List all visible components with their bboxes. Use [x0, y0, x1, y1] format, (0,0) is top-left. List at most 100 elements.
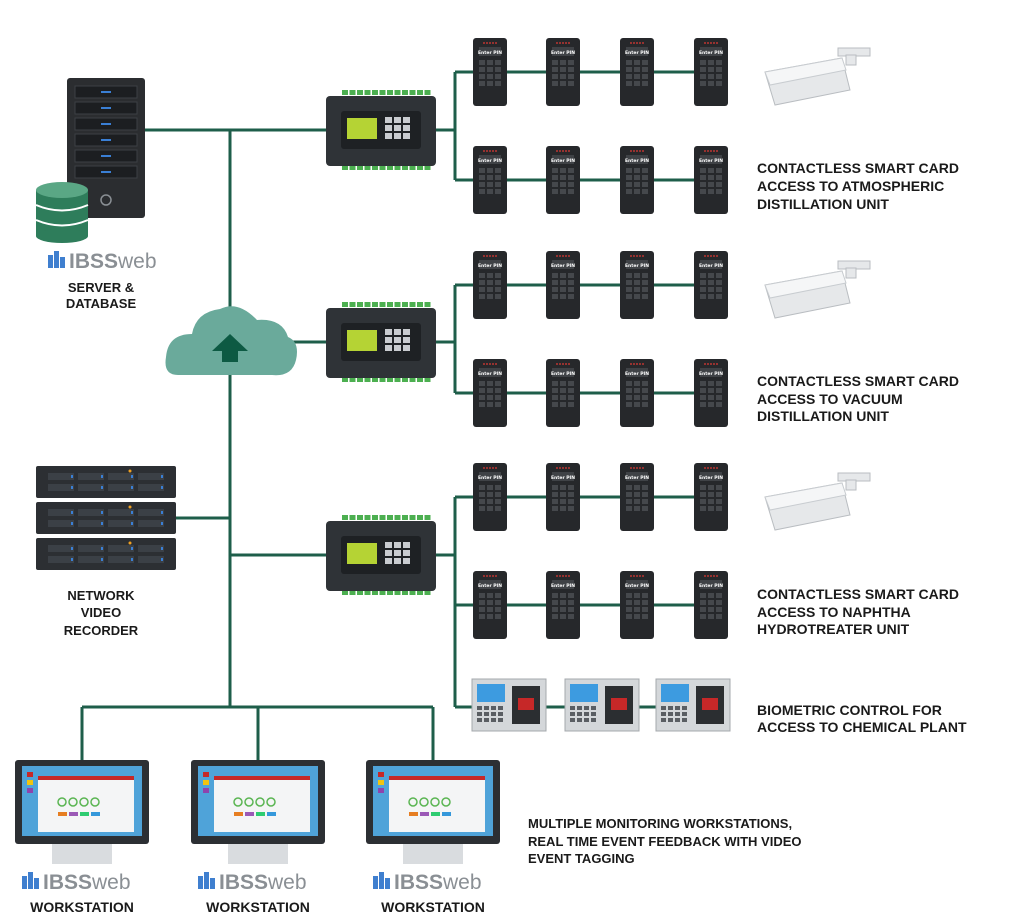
dashboard-chip: [69, 812, 78, 816]
building-bar: [385, 878, 390, 889]
dashboard-gauge: [255, 797, 265, 807]
keypad-reader: Enter PIN: [473, 38, 507, 106]
reader-led: [486, 575, 488, 577]
biometric-key: [498, 718, 503, 722]
biometric-key: [570, 718, 575, 722]
reader-key: [560, 614, 566, 619]
reader-led: [492, 255, 494, 257]
reader-led: [716, 363, 718, 365]
reader-screen: [479, 368, 501, 377]
dashboard-gauge: [419, 797, 429, 807]
terminal-pin: [364, 90, 371, 95]
reader-key: [716, 182, 722, 187]
reader-key: [479, 189, 485, 194]
reader-key: [626, 614, 632, 619]
reader-key: [552, 74, 558, 79]
workstation-label: WORKSTATION: [30, 899, 134, 913]
reader-key: [642, 485, 648, 490]
reader-led: [636, 255, 638, 257]
biometric-key: [477, 712, 482, 716]
reader-key: [487, 395, 493, 400]
nvr-drive-led: [101, 547, 103, 550]
reader-key: [487, 280, 493, 285]
reader-key: [634, 506, 640, 511]
reader-key: [642, 273, 648, 278]
dashboard-gauge: [233, 797, 243, 807]
reader-led: [495, 575, 497, 577]
reader-key: [626, 381, 632, 386]
reader-led: [642, 467, 644, 469]
dashboard-gauge: [441, 797, 451, 807]
reader-screen-text: Enter PIN: [625, 263, 649, 269]
biometric-key: [477, 706, 482, 710]
reader-key: [568, 182, 574, 187]
terminal-pin: [402, 515, 408, 520]
desktop-icon: [203, 772, 209, 777]
reader-key: [552, 182, 558, 187]
reader-led: [642, 575, 644, 577]
terminal-pin: [357, 515, 363, 520]
reader-key: [700, 600, 706, 605]
reader-key: [626, 485, 632, 490]
reader-led: [565, 575, 567, 577]
nvr-status-led: [128, 505, 132, 509]
terminal-pin: [387, 377, 393, 382]
reader-screen-text: Enter PIN: [625, 371, 649, 377]
terminal-pin: [349, 302, 356, 307]
reader-screen-text: Enter PIN: [699, 50, 723, 56]
reader-screen: [552, 368, 574, 377]
terminal-pin: [372, 377, 378, 382]
reader-screen: [626, 368, 648, 377]
terminal-pin: [372, 90, 378, 95]
reader-led: [492, 42, 494, 44]
biometric-key: [682, 712, 687, 716]
camera-hood: [764, 57, 847, 86]
reader-led: [704, 363, 706, 365]
reader-key: [700, 607, 706, 612]
dashboard-chip: [245, 812, 254, 816]
reader-key: [626, 60, 632, 65]
database-stripe: [35, 219, 89, 227]
reader-key: [495, 388, 501, 393]
terminal-pin: [372, 590, 378, 595]
reader-key: [560, 74, 566, 79]
terminal-pin: [357, 90, 363, 95]
zone-label-line: ACCESS TO VACUUM: [757, 391, 903, 407]
reader-led: [633, 467, 635, 469]
access-controller: [326, 515, 436, 595]
reader-key: [700, 506, 706, 511]
reader-led: [710, 42, 712, 44]
reader-key: [479, 74, 485, 79]
nvr-label-line: NETWORK: [67, 588, 135, 603]
reader-led: [636, 575, 638, 577]
reader-key: [568, 280, 574, 285]
monitoring-note-line: REAL TIME EVENT FEEDBACK WITH VIDEO: [528, 834, 802, 849]
reader-key: [560, 607, 566, 612]
reader-key: [495, 381, 501, 386]
terminal-pin: [402, 165, 408, 170]
reader-key: [568, 614, 574, 619]
reader-led: [559, 467, 561, 469]
dashboard-gauge: [408, 797, 418, 807]
terminal-pin: [402, 302, 408, 307]
reader-key: [568, 60, 574, 65]
reader-screen: [479, 260, 501, 269]
reader-led: [489, 467, 491, 469]
logo-text: IBSSweb: [219, 871, 307, 894]
keypad-reader: Enter PIN: [694, 463, 728, 531]
controller-key: [403, 329, 410, 335]
reader-led: [486, 42, 488, 44]
reader-key: [568, 381, 574, 386]
reader-key: [479, 81, 485, 86]
nvr-drive-bay: [138, 556, 164, 563]
reader-key: [634, 499, 640, 504]
reader-led: [486, 363, 488, 365]
reader-led: [483, 467, 485, 469]
reader-screen: [479, 472, 501, 481]
controller-screen: [347, 330, 377, 351]
dashboard-chip: [267, 812, 276, 816]
reader-key: [708, 189, 714, 194]
nvr-drive-led: [101, 475, 103, 478]
